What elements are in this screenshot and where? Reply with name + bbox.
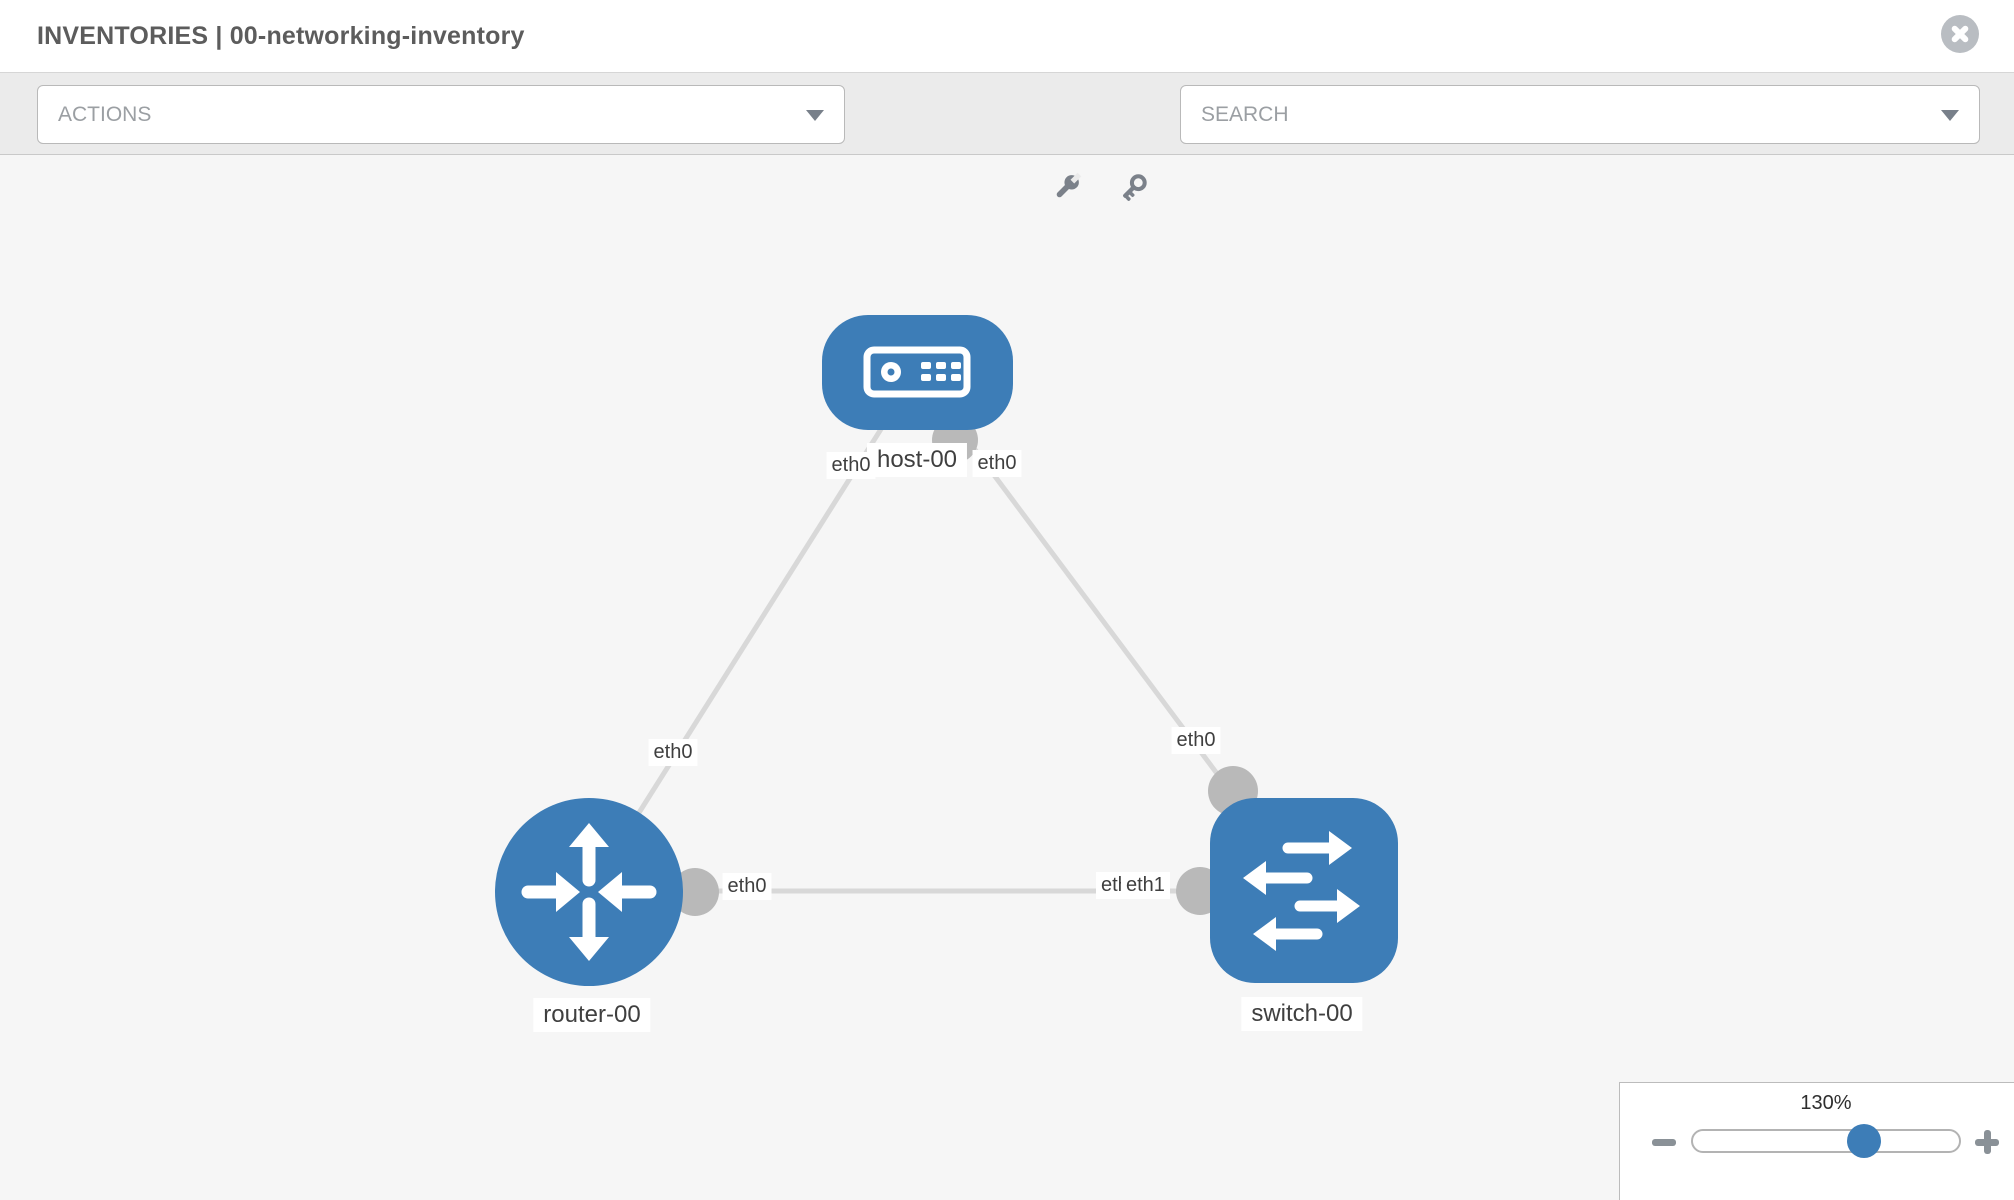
interface-connector [671,868,719,916]
router-icon [521,823,657,961]
zoom-slider-thumb[interactable] [1847,1124,1881,1158]
iface-label-router-eth0-uplink: eth0 [648,739,698,766]
node-label-router: router-00 [533,998,651,1032]
zoom-panel: 130% [1619,1082,2014,1200]
plus-icon[interactable] [1972,1127,2002,1157]
switch-icon [1243,831,1360,951]
node-router-00[interactable] [495,798,683,986]
header: INVENTORIES | 00-networking-inventory [0,0,2014,72]
topology-svg [495,315,1398,986]
host-icon [863,346,971,398]
actions-dropdown-label: ACTIONS [58,102,152,126]
iface-label-router-eth0-flat: eth0 [722,873,772,900]
search-dropdown[interactable]: SEARCH [1180,85,1980,144]
node-switch-00[interactable] [1210,798,1398,983]
zoom-level: 130% [1800,1092,1852,1114]
iface-label-switch-eth0-top: eth0 [1171,727,1221,754]
node-label-host: host-00 [866,443,968,477]
wrench-icon[interactable] [1049,171,1083,205]
node-host-00[interactable] [822,315,1013,430]
node-label-switch: switch-00 [1241,997,1363,1031]
zoom-slider-track[interactable] [1691,1129,1961,1153]
minus-icon[interactable] [1649,1127,1679,1157]
topology-canvas[interactable] [0,156,2014,1200]
search-dropdown-label: SEARCH [1201,102,1289,126]
chevron-down-icon [806,109,824,121]
page-title: INVENTORIES | 00-networking-inventory [37,22,525,50]
toolbar: ACTIONS SEARCH [0,72,2014,201]
chevron-down-icon [1941,109,1959,121]
actions-dropdown[interactable]: ACTIONS [37,85,845,144]
iface-label-host-eth0-right: eth0 [972,450,1022,477]
close-icon[interactable] [1941,15,1979,53]
iface-label-host-eth0-left: eth0 [826,452,876,479]
iface-label-switch-eth1-over: eth1 [1121,872,1170,899]
key-icon[interactable] [1116,171,1150,205]
